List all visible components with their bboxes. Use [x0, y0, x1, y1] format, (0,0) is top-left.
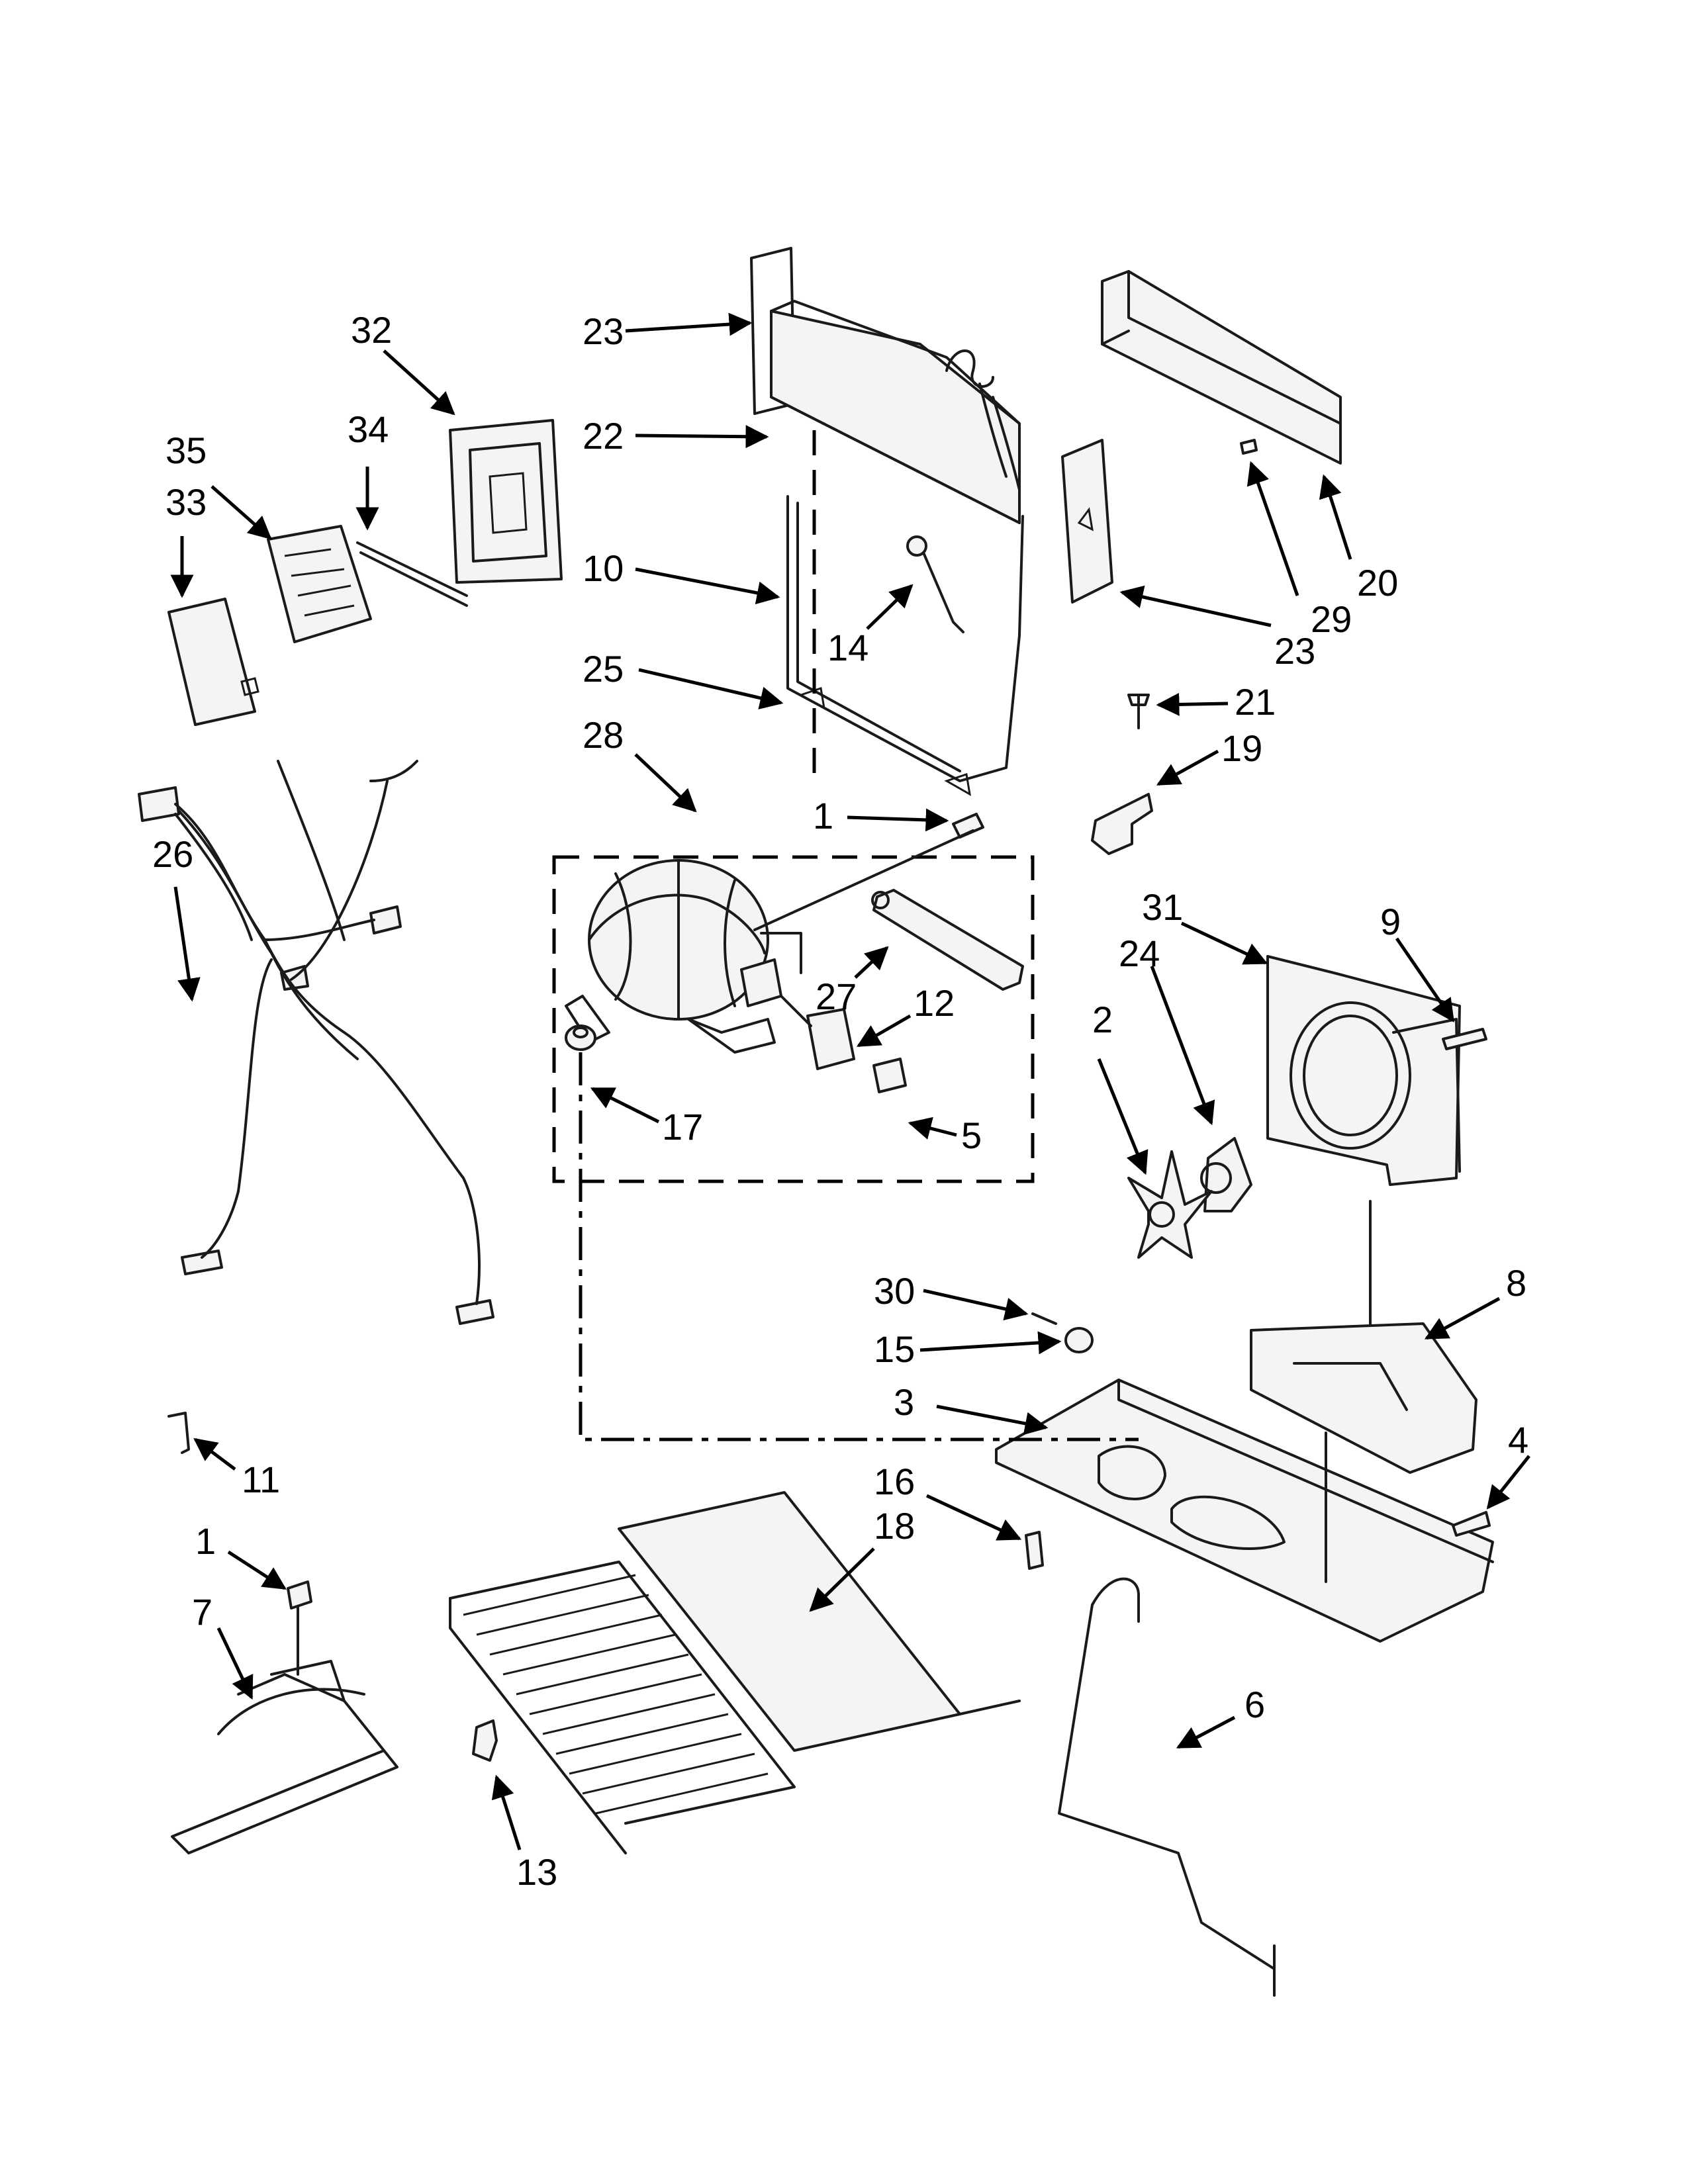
filter-drier — [871, 889, 1024, 991]
callout-27: 27 — [816, 976, 857, 1017]
callout-11: 11 — [242, 1459, 280, 1500]
control-bracket — [449, 419, 563, 584]
defrost-thermostat — [906, 535, 964, 633]
callout-32: 32 — [351, 309, 392, 351]
callout-23-right: 23 — [1274, 630, 1315, 672]
callout-26: 26 — [152, 833, 193, 875]
evaporator-end-bracket-right — [1061, 439, 1113, 604]
callout-7: 7 — [192, 1591, 212, 1633]
wire-tie — [167, 1412, 190, 1454]
compressor-assembly — [565, 859, 802, 1054]
callout-22: 22 — [583, 415, 624, 457]
callout-labels: 23 22 10 14 25 28 1 27 12 5 17 32 34 35 … — [152, 309, 1528, 1893]
fan-shroud — [1266, 955, 1461, 1186]
callout-29: 29 — [1311, 598, 1352, 640]
callout-18: 18 — [874, 1505, 915, 1547]
callout-12: 12 — [914, 982, 955, 1024]
ground-harness — [171, 1597, 399, 1854]
screw-29 — [1240, 439, 1258, 455]
screw-upper — [952, 813, 984, 839]
callout-30: 30 — [874, 1270, 915, 1312]
screw-9 — [1442, 1028, 1487, 1050]
gasket-strip — [356, 541, 468, 607]
callout-28: 28 — [583, 714, 624, 756]
defrost-heater — [786, 495, 1024, 796]
callout-14: 14 — [827, 627, 868, 668]
machine-compartment-base — [995, 1379, 1494, 1643]
callout-3: 3 — [894, 1381, 914, 1423]
callout-33: 33 — [165, 481, 207, 523]
leader-arrows — [170, 312, 1530, 1850]
callout-34: 34 — [348, 408, 389, 450]
callout-17: 17 — [662, 1106, 703, 1148]
mounting-clip — [1091, 694, 1153, 855]
callout-20: 20 — [1357, 562, 1398, 604]
callout-23-top: 23 — [583, 310, 624, 352]
condenser-clip — [472, 1719, 498, 1762]
reference-lines — [552, 430, 1372, 1583]
return-air-channel — [1101, 270, 1342, 465]
grommet — [565, 1024, 596, 1051]
start-relay — [780, 995, 855, 1070]
screw-lower — [287, 1580, 312, 1610]
callout-13: 13 — [516, 1851, 557, 1893]
evaporator — [750, 247, 1021, 524]
screw-4 — [1452, 1511, 1491, 1537]
callout-25: 25 — [583, 648, 624, 690]
drain-tube — [1058, 1577, 1276, 1997]
fan-blade — [1127, 1150, 1213, 1259]
overload-protector — [872, 1058, 907, 1093]
fan-bracket — [1250, 1322, 1477, 1474]
callout-19: 19 — [1221, 727, 1262, 769]
wire-harness — [138, 760, 494, 1325]
callout-15: 15 — [874, 1328, 915, 1370]
callout-8: 8 — [1506, 1262, 1526, 1304]
control-board — [267, 525, 372, 643]
grommet-15 — [1064, 1327, 1094, 1353]
condenser — [449, 1491, 1021, 1854]
callout-1-upper: 1 — [813, 795, 833, 837]
callout-9: 9 — [1380, 901, 1401, 942]
callout-6: 6 — [1244, 1684, 1265, 1725]
callout-5: 5 — [961, 1115, 982, 1156]
callout-31: 31 — [1142, 886, 1183, 928]
callout-4: 4 — [1508, 1419, 1528, 1461]
callout-10: 10 — [583, 547, 624, 589]
callout-35: 35 — [165, 430, 207, 471]
tubing-30 — [1031, 1312, 1057, 1325]
fan-motor — [1200, 1137, 1252, 1212]
callout-24: 24 — [1119, 933, 1160, 974]
screw-16 — [1025, 1531, 1044, 1570]
callout-21: 21 — [1235, 681, 1276, 723]
control-cover — [167, 598, 259, 726]
callout-16: 16 — [874, 1461, 915, 1502]
callout-2: 2 — [1092, 999, 1113, 1040]
callout-1-lower: 1 — [195, 1520, 216, 1562]
